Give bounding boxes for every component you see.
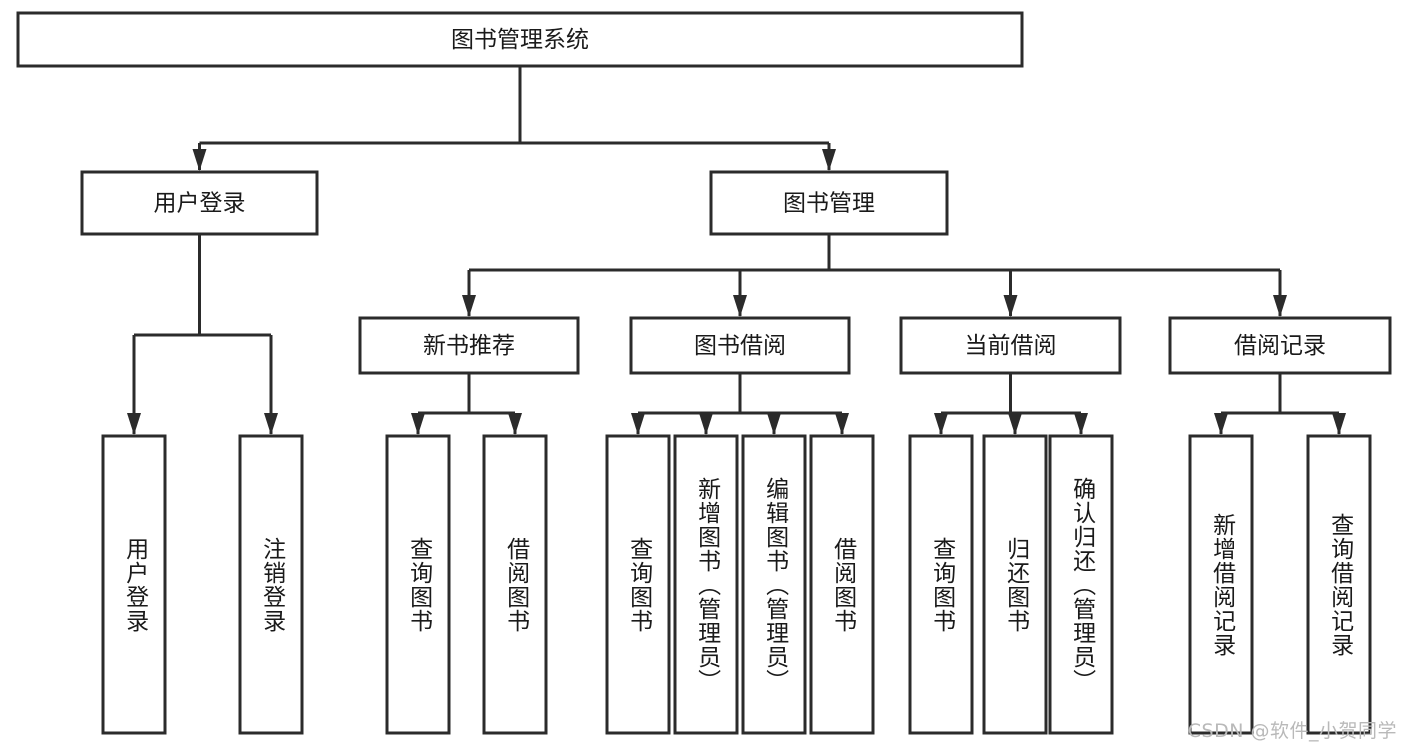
arrow-head-icon [767,413,781,435]
node-box-leaf-query-book-borrow[interactable] [605,434,671,735]
node-label-new-book-recommend: 新书推荐 [423,333,515,359]
node-box-book-manage[interactable] [709,170,949,236]
arrow-head-icon [822,149,836,171]
arrow-head-icon [1273,295,1287,317]
arrow-head-icon [1332,413,1346,435]
node-box-leaf-query-book-current[interactable] [908,434,974,735]
node-label-user-login: 用户登录 [154,191,246,217]
arrow-head-icon [411,413,425,435]
arrow-head-icon [1074,413,1088,435]
node-box-root[interactable] [16,11,1024,68]
node-box-leaf-confirm-return-admin[interactable] [1048,434,1114,735]
node-box-leaf-edit-book-admin[interactable] [741,434,807,735]
node-box-leaf-user-login[interactable] [101,434,167,735]
arrow-head-icon [1214,413,1228,435]
node-box-leaf-query-book-rec[interactable] [385,434,451,735]
node-box-leaf-add-book-admin[interactable] [673,434,739,735]
node-label-current-borrow: 当前借阅 [965,333,1057,359]
node-box-leaf-add-borrow-record[interactable] [1188,434,1254,735]
arrow-head-icon [462,295,476,317]
node-box-new-book-recommend[interactable] [358,316,580,375]
arrow-head-icon [127,413,141,435]
node-box-leaf-borrow-book[interactable] [809,434,875,735]
arrow-head-icon [1003,295,1018,317]
node-label-borrow-record: 借阅记录 [1234,333,1326,359]
arrow-head-icon [835,413,849,435]
arrow-head-icon [699,413,713,435]
box-layer [16,11,1392,735]
node-box-book-borrow[interactable] [629,316,851,375]
node-box-borrow-record[interactable] [1168,316,1392,375]
node-label-book-borrow: 图书借阅 [694,333,786,359]
arrow-head-icon [508,413,522,435]
arrow-head-icon [264,413,278,435]
arrow-head-icon [631,413,645,435]
node-box-leaf-query-borrow-record[interactable] [1306,434,1372,735]
node-box-current-borrow[interactable] [899,316,1122,375]
node-box-user-login[interactable] [80,170,319,236]
node-label-book-manage: 图书管理 [783,191,875,217]
node-label-root: 图书管理系统 [451,27,589,53]
watermark-text: CSDN @软件_小贺同学 [1187,720,1397,742]
node-box-leaf-borrow-book-rec[interactable] [482,434,548,735]
arrow-head-icon [1008,413,1022,435]
connector-layer [127,66,1346,435]
node-box-leaf-logout-login[interactable] [238,434,304,735]
arrow-head-icon [733,295,747,317]
arrow-head-icon [192,149,207,171]
arrow-head-icon [934,413,948,435]
node-box-leaf-return-book[interactable] [982,434,1048,735]
